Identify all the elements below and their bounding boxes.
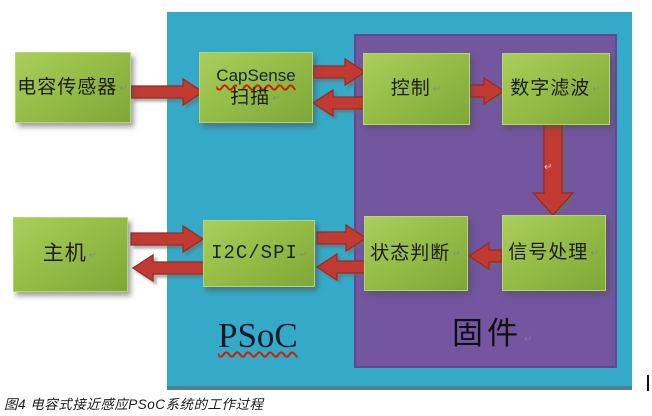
block-label-en: CapSense: [216, 66, 296, 85]
block-label: 主机↵: [42, 242, 99, 266]
psoc-region-label: PSoC: [218, 316, 298, 355]
paragraph-mark-icon: ↵: [299, 248, 307, 260]
paragraph-mark-icon: ↵: [590, 248, 600, 260]
text-cursor: [647, 375, 649, 391]
block-label: 信号处理↵: [508, 242, 600, 264]
block-label: 数字滤波↵: [510, 78, 602, 100]
paragraph-mark-icon: ↵: [272, 93, 282, 105]
block-label: I2C/SPI↵: [211, 241, 307, 264]
paragraph-mark-icon: ↵: [432, 84, 443, 96]
block-label: 扫描↵: [230, 87, 282, 109]
paragraph-mark-icon: ↵: [452, 248, 462, 260]
block-label: 状态判断↵: [370, 242, 462, 264]
block-i2c-spi: I2C/SPI↵: [203, 220, 315, 287]
block-label: 电容传感器↵: [17, 76, 129, 98]
paragraph-mark-icon: ↵: [88, 250, 99, 262]
block-state-judgment: 状态判断↵: [364, 216, 468, 291]
block-signal-processing: 信号处理↵: [502, 215, 606, 291]
block-control: 控制↵: [363, 53, 470, 125]
block-capacitive-sensor: 电容传感器↵: [15, 52, 131, 123]
block-label: 控制↵: [390, 78, 443, 100]
firmware-region-label: 固件↵: [452, 316, 537, 351]
block-digital-filter: 数字滤波↵: [502, 53, 610, 125]
paragraph-mark-icon: ↵: [544, 162, 553, 173]
paragraph-mark-icon: ↵: [524, 334, 537, 345]
block-capsense-scan: CapSense 扫描↵: [199, 52, 313, 123]
paragraph-mark-icon: ↵: [592, 84, 602, 96]
paragraph-mark-icon: ↵: [119, 82, 129, 94]
block-host: 主机↵: [13, 217, 128, 292]
figure-caption: 图4 电容式接近感应PSoC系统的工作过程: [4, 397, 264, 412]
